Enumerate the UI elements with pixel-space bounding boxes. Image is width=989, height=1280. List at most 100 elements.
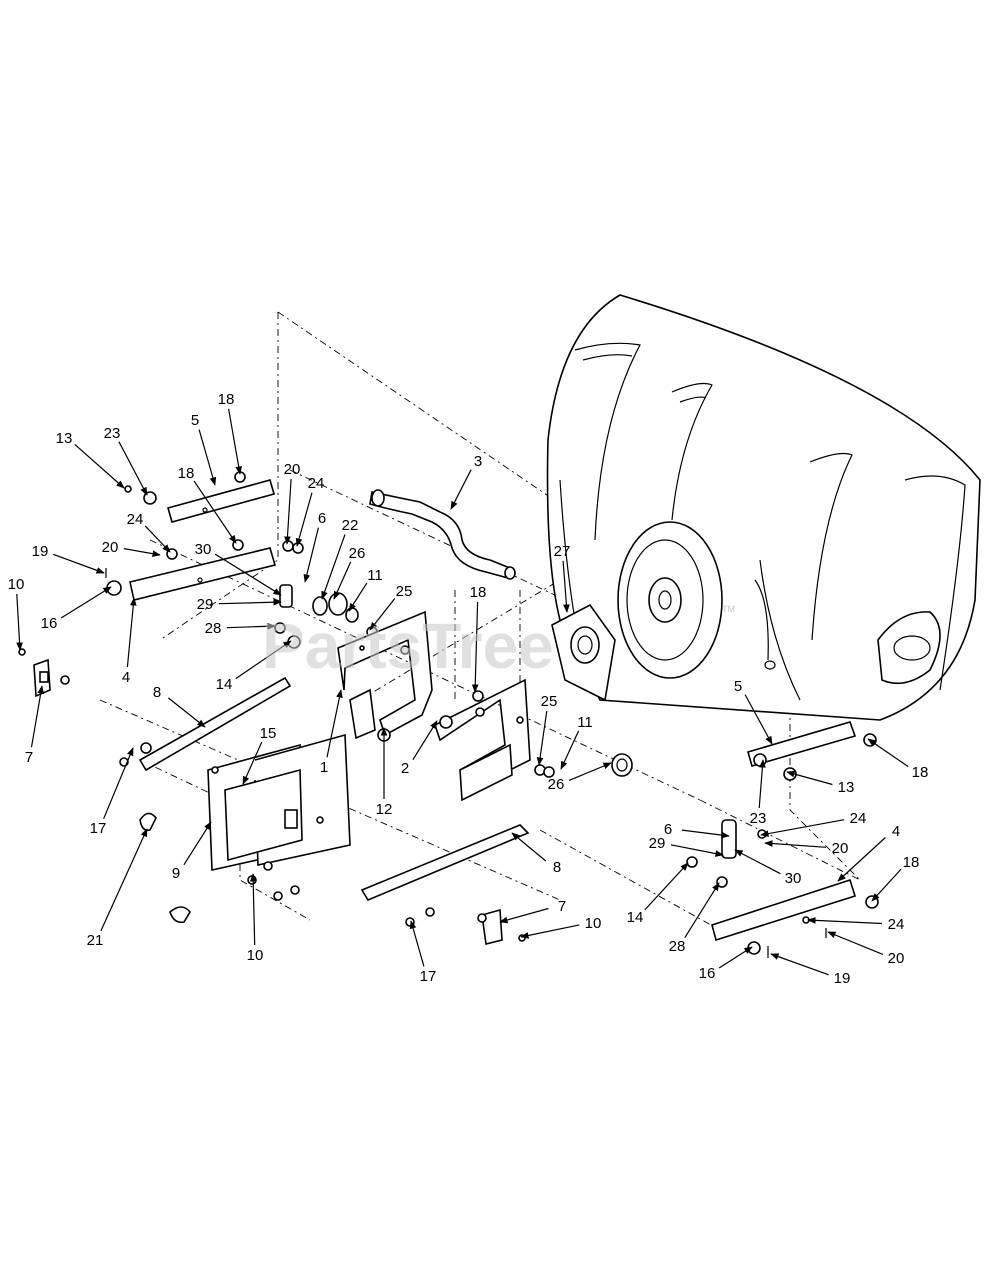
callout-number: 20 xyxy=(888,950,905,967)
callout-number: 18 xyxy=(218,391,235,408)
callout-c-4a: 4 xyxy=(122,597,137,686)
callout-number: 30 xyxy=(195,541,212,558)
callout-number: 6 xyxy=(318,510,326,527)
callout-number: 24 xyxy=(127,511,144,528)
leader-line xyxy=(348,582,368,612)
callout-c-29b: 29 xyxy=(649,835,724,857)
leader-line xyxy=(758,759,766,809)
lower-left-fasteners xyxy=(139,812,526,945)
callout-number: 20 xyxy=(832,840,849,857)
leader-line xyxy=(100,828,148,932)
callout-c-10b: 10 xyxy=(520,915,601,939)
leader-line xyxy=(520,924,580,939)
leader-line xyxy=(74,443,125,489)
callout-c-23b: 23 xyxy=(750,759,766,827)
callout-c-27: 27 xyxy=(554,543,570,613)
callout-number: 14 xyxy=(216,676,233,693)
leader-line xyxy=(284,478,292,545)
leader-line xyxy=(60,586,112,619)
leader-line xyxy=(321,534,346,600)
callout-number: 15 xyxy=(260,725,277,742)
callout-c-15: 15 xyxy=(242,725,277,785)
leader-line xyxy=(681,829,730,839)
leader-line xyxy=(333,561,352,600)
leader-line xyxy=(126,597,137,668)
leader-line xyxy=(303,527,319,583)
leader-line xyxy=(734,849,781,875)
callout-number: 2 xyxy=(401,760,409,777)
callout-number: 26 xyxy=(548,776,565,793)
callout-number: 1 xyxy=(320,759,328,776)
leader-line xyxy=(193,480,237,544)
callout-c-22: 22 xyxy=(321,517,358,600)
leader-line xyxy=(123,548,161,557)
callout-c-2: 2 xyxy=(401,720,438,777)
leader-line xyxy=(744,694,773,745)
callout-number: 29 xyxy=(649,835,666,852)
leader-line xyxy=(369,598,396,631)
callout-c-8a: 8 xyxy=(153,684,206,728)
base-bracket-part xyxy=(207,733,351,871)
callout-c-18e: 18 xyxy=(871,854,919,902)
callout-number: 7 xyxy=(25,749,33,766)
bearing-flange-part xyxy=(551,603,616,702)
leader-line xyxy=(295,492,313,547)
watermark-trademark: TM xyxy=(722,604,735,614)
callout-number: 7 xyxy=(558,898,566,915)
callout-number: 16 xyxy=(41,615,58,632)
callout-c-24d: 24 xyxy=(807,916,904,933)
callout-c-17b: 17 xyxy=(409,920,436,985)
leader-line xyxy=(827,931,884,955)
callout-c-24a: 24 xyxy=(295,475,325,547)
callout-c-20c: 20 xyxy=(764,840,849,857)
leader-line xyxy=(118,441,148,496)
leader-line xyxy=(30,685,45,748)
leader-line xyxy=(226,622,276,630)
callout-c-25b: 25 xyxy=(536,693,558,766)
callout-number: 17 xyxy=(90,820,107,837)
callout-c-30a: 30 xyxy=(195,541,282,596)
callout-number: 25 xyxy=(396,583,413,600)
callout-number: 8 xyxy=(553,859,561,876)
leader-line xyxy=(326,689,343,758)
callout-number: 12 xyxy=(376,801,393,818)
leader-line xyxy=(412,720,438,761)
callout-number: 28 xyxy=(669,938,686,955)
leader-line xyxy=(837,837,886,882)
callout-number: 4 xyxy=(892,823,900,840)
callout-number: 23 xyxy=(104,425,121,442)
callout-c-12: 12 xyxy=(376,727,393,818)
callout-number: 24 xyxy=(308,475,325,492)
callout-c-29a: 29 xyxy=(197,596,282,613)
leader-line xyxy=(16,593,23,651)
callout-c-6a: 6 xyxy=(303,510,326,583)
callout-c-14a: 14 xyxy=(216,640,292,693)
callout-c-9: 9 xyxy=(172,821,212,882)
leader-line xyxy=(760,819,845,837)
leader-line xyxy=(103,747,134,820)
leader-line xyxy=(218,598,282,606)
leader-line xyxy=(867,738,909,768)
callout-c-19b: 19 xyxy=(770,953,850,987)
callout-number: 24 xyxy=(850,810,867,827)
callout-c-18a: 18 xyxy=(218,391,243,475)
leader-line xyxy=(871,868,902,902)
leader-line xyxy=(167,697,206,728)
leader-line xyxy=(568,762,612,781)
callout-c-13a: 13 xyxy=(56,430,125,489)
leader-line xyxy=(560,730,580,770)
callout-number: 25 xyxy=(541,693,558,710)
middle-fasteners xyxy=(534,753,633,778)
callout-number: 16 xyxy=(699,965,716,982)
callout-c-26b: 26 xyxy=(548,762,612,793)
callout-c-19a: 19 xyxy=(32,543,105,574)
callout-c-23a: 23 xyxy=(104,425,148,496)
callout-c-10c: 10 xyxy=(247,873,264,964)
callout-number: 10 xyxy=(247,947,264,964)
leader-line xyxy=(450,469,472,510)
callout-c-5a: 5 xyxy=(191,412,217,486)
leader-line xyxy=(198,429,217,486)
callout-c-18b: 18 xyxy=(178,465,237,544)
